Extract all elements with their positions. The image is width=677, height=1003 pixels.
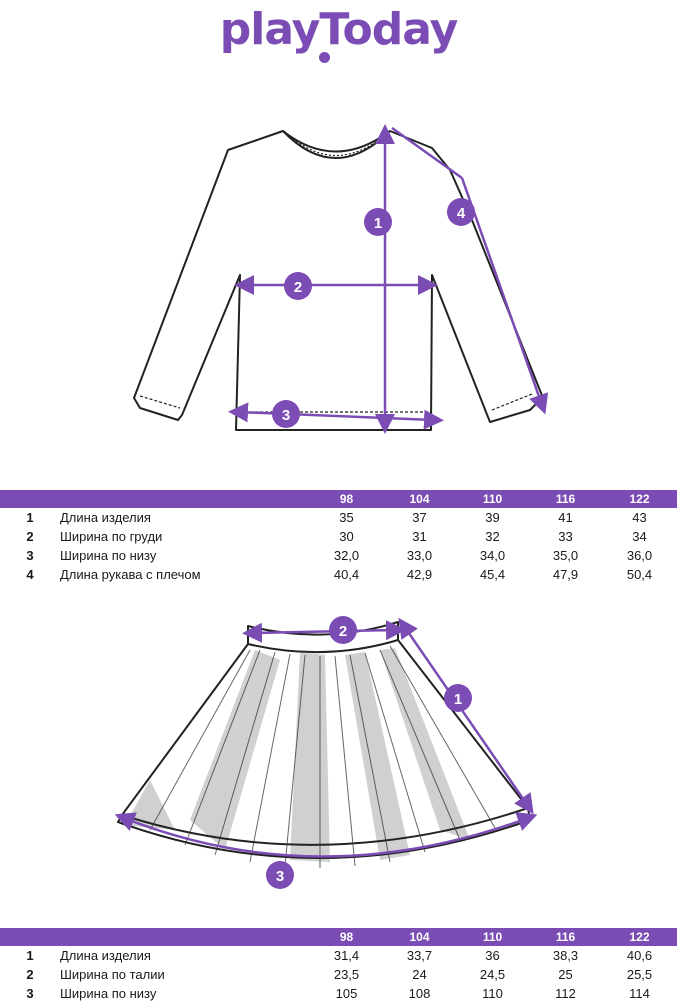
size-116: 116 [529, 928, 602, 946]
size-104: 104 [383, 928, 456, 946]
size-110: 110 [456, 928, 529, 946]
svg-text:4: 4 [457, 205, 466, 222]
size-98: 98 [310, 928, 383, 946]
size-116: 116 [529, 490, 602, 508]
size-122: 122 [602, 490, 677, 508]
skirt-badge-2: 2 [329, 616, 357, 644]
skirt-badge-1: 1 [444, 684, 472, 712]
size-122: 122 [602, 928, 677, 946]
svg-text:2: 2 [339, 623, 347, 640]
size-110: 110 [456, 490, 529, 508]
shirt-sketch: 1 2 3 4 [133, 124, 549, 434]
svg-text:2: 2 [294, 279, 302, 296]
shirt-badge-2: 2 [284, 272, 312, 300]
logo-dot [319, 52, 330, 63]
svg-text:1: 1 [454, 691, 462, 708]
table-header: 98 104 110 116 122 [0, 928, 677, 946]
skirt-sketch: 1 2 3 [114, 616, 538, 889]
size-104: 104 [383, 490, 456, 508]
svg-text:3: 3 [282, 407, 290, 424]
table-header: 98 104 110 116 122 [0, 490, 677, 508]
shirt-badge-1: 1 [364, 208, 392, 236]
skirt-badge-3: 3 [266, 861, 294, 889]
svg-text:1: 1 [374, 215, 382, 232]
svg-text:3: 3 [276, 868, 284, 885]
shirt-badge-4: 4 [447, 198, 475, 226]
brand-logo: playToday [219, 4, 459, 55]
size-98: 98 [310, 490, 383, 508]
shirt-badge-3: 3 [272, 400, 300, 428]
